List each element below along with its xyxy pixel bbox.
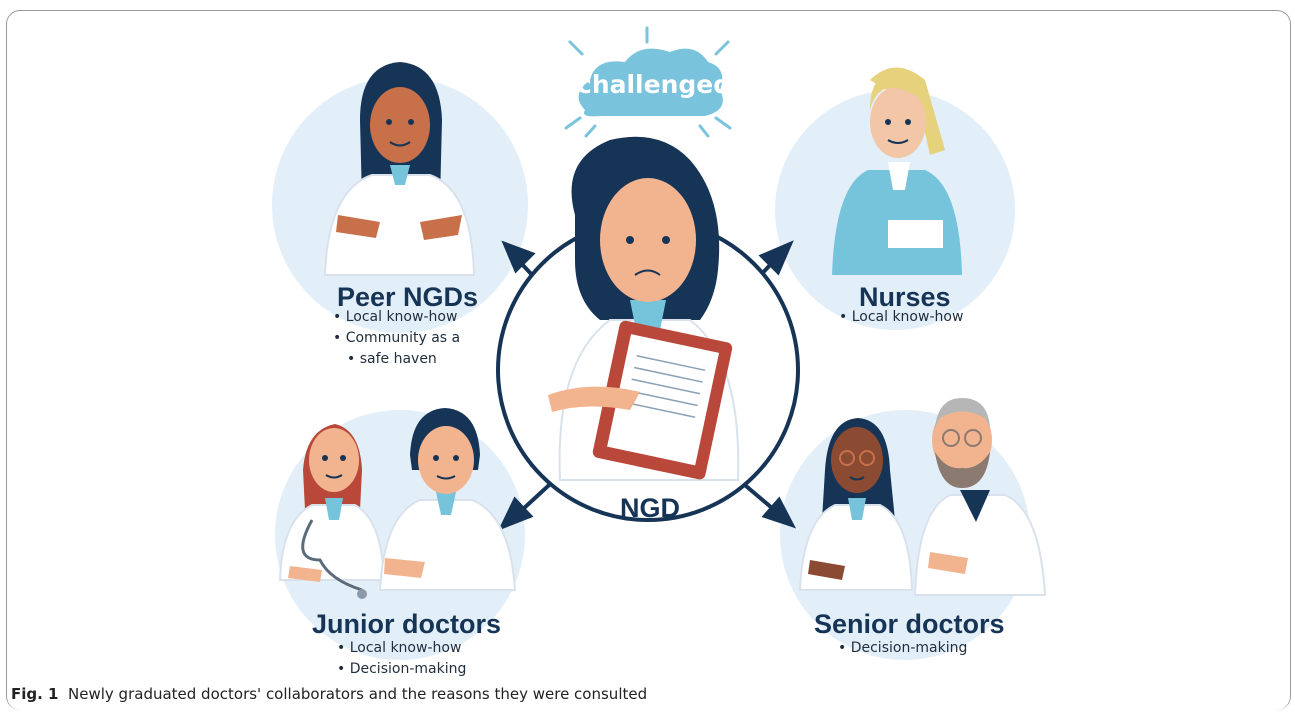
figure-frame [6,10,1291,710]
senior-doctors-title: Senior doctors [814,609,1005,639]
peer-bullet-continued: safe haven [333,349,460,370]
junior-doctors-figure [278,408,517,599]
peer-bullet: Local know-how [333,307,460,328]
nurse-figure [832,67,962,275]
junior-doctors-bullets: Local know-how Decision-making [337,638,467,680]
nurses-bullet: Local know-how [839,307,964,328]
senior-doctors-bullets: Decision-making [838,638,968,659]
peer-ngds-bullets: Local know-how Community as a safe haven [333,307,460,370]
peer-ngd-figure [323,62,476,276]
junior-doctors-title: Junior doctors [312,609,502,639]
senior-bullet: Decision-making [838,638,968,659]
junior-bullet: Decision-making [337,659,467,680]
caption-text: Newly graduated doctors' collaborators a… [68,685,648,703]
figure-caption: Fig. 1 Newly graduated doctors' collabor… [11,685,647,703]
junior-bullet: Local know-how [337,638,466,659]
peer-bullet: Community as a [333,328,460,349]
challenged-label: challenged [577,70,732,99]
challenged-cloud [564,26,732,138]
nurses-bullets: Local know-how [839,307,964,328]
ngd-label: NGD [620,493,680,523]
caption-label: Fig. 1 [11,685,59,703]
ngd-figure [548,136,740,481]
senior-doctors-figure [798,398,1047,596]
